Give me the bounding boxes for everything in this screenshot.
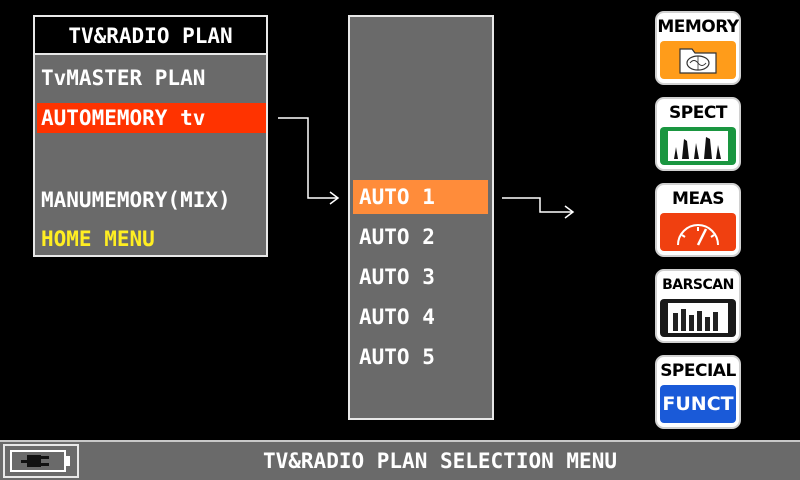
plan-menu-panel: TV&RADIO PLAN TvMASTER PLAN AUTOMEMORY t… [33, 15, 268, 257]
meas-button-label: MEAS [672, 189, 724, 209]
submenu-item-auto-1[interactable]: AUTO 1 [353, 180, 488, 214]
auto-submenu-panel: AUTO 1 AUTO 2 AUTO 3 AUTO 4 AUTO 5 [348, 15, 494, 420]
barscan-button[interactable]: BARSCAN [655, 269, 741, 343]
status-text: TV&RADIO PLAN SELECTION MENU [262, 449, 617, 473]
spect-button[interactable]: SPECT [655, 97, 741, 171]
submenu-item-auto-3[interactable]: AUTO 3 [359, 265, 435, 289]
memory-button[interactable]: MEMORY [655, 11, 741, 85]
barscan-button-label: BARSCAN [662, 277, 734, 293]
menu-item-tvmaster-plan[interactable]: TvMASTER PLAN [41, 66, 206, 90]
special-funct-button[interactable]: SPECIAL FUNCT [655, 355, 741, 429]
special-button-label: SPECIAL [660, 361, 736, 381]
spect-button-label: SPECT [669, 103, 727, 123]
submenu-item-auto-2[interactable]: AUTO 2 [359, 225, 435, 249]
menu-item-home-menu[interactable]: HOME MENU [41, 227, 155, 251]
meas-button[interactable]: MEAS [655, 183, 741, 257]
spectrum-icon [660, 127, 736, 165]
connector-arrow-submenu [502, 197, 573, 213]
menu-item-automemory-tv[interactable]: AUTOMEMORY tv [37, 103, 266, 133]
gauge-icon [660, 213, 736, 251]
submenu-item-auto-4[interactable]: AUTO 4 [359, 305, 435, 329]
submenu-item-auto-5[interactable]: AUTO 5 [359, 345, 435, 369]
menu-item-manumemory-mix[interactable]: MANUMEMORY(MIX) [41, 188, 231, 212]
menu-title: TV&RADIO PLAN [35, 17, 266, 55]
memory-button-label: MEMORY [657, 17, 739, 37]
funct-button-label: FUNCT [660, 385, 736, 423]
connector-arrow-menu [278, 117, 338, 199]
status-bar: TV&RADIO PLAN SELECTION MENU [0, 440, 800, 480]
bar-graph-icon [660, 299, 736, 337]
arrow-head-menu [329, 191, 340, 205]
arrow-head-submenu [564, 205, 575, 219]
folder-brain-icon [660, 41, 736, 79]
battery-plug-icon [3, 444, 79, 478]
